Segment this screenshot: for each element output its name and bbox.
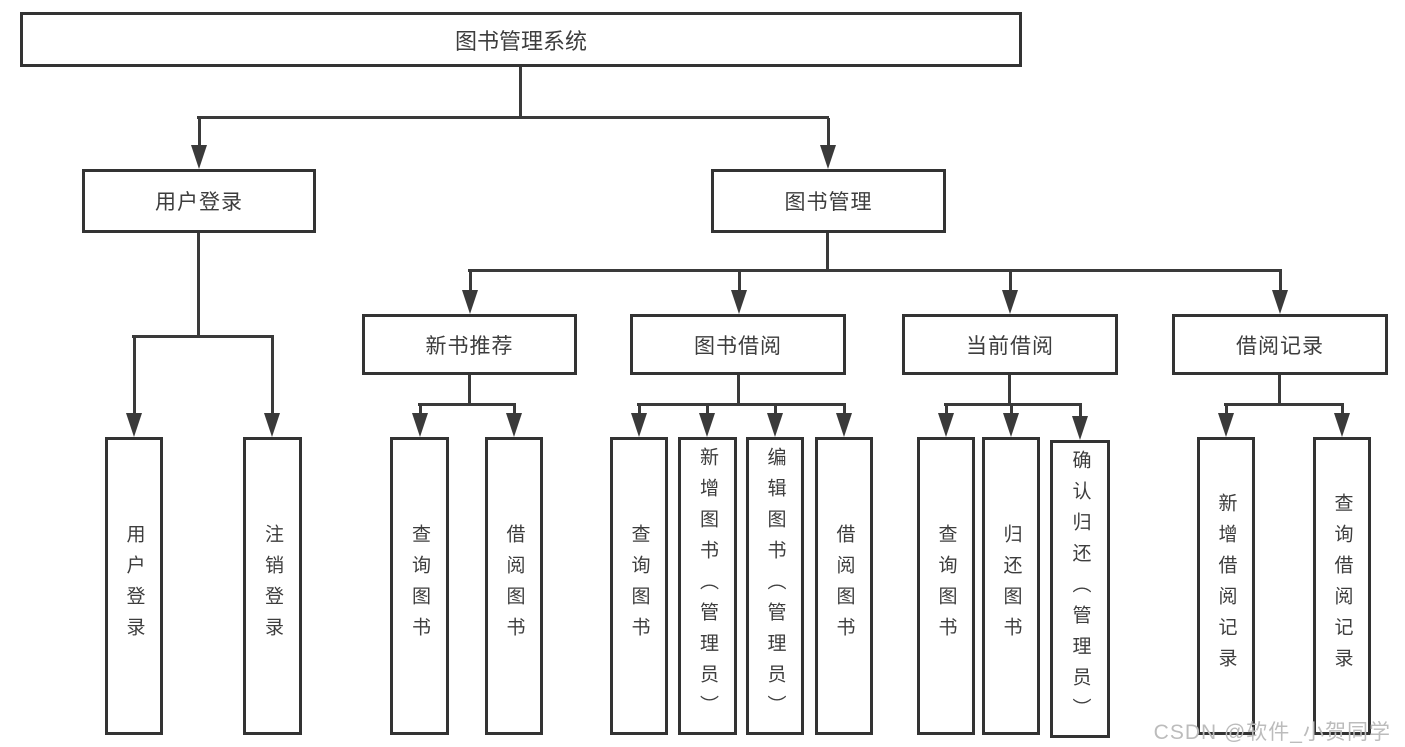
leaf-query-books-recommend: 查询图书 [390,437,449,735]
node-label: 查询借阅记录 [1331,493,1353,679]
node-root: 图书管理系统 [20,12,1022,67]
node-user-login: 用户登录 [82,169,316,233]
leaf-logout: 注销登录 [243,437,302,735]
connector-line [826,233,829,271]
connector-line [1008,375,1011,405]
connector-arrow [462,271,478,314]
connector-line [132,335,274,338]
node-label: 图书借阅 [694,334,782,358]
leaf-return-books: 归还图书 [982,437,1040,735]
node-borrowing-records: 借阅记录 [1172,314,1388,375]
connector-arrow [1334,405,1350,437]
connector-arrow [1003,405,1019,437]
node-label: 当前借阅 [966,334,1054,358]
connector-line [637,403,846,406]
connector-arrow [836,405,852,437]
connector-arrow [731,271,747,314]
node-label: 借阅记录 [1236,334,1324,358]
leaf-add-book-admin: 新增图书（管理员） [678,437,737,735]
node-label: 用户登录 [155,191,243,214]
connector-line [197,233,200,337]
node-label: 用户登录 [123,524,145,648]
connector-line [468,269,1282,272]
leaf-query-books-current: 查询图书 [917,437,975,735]
connector-line [519,67,522,118]
connector-arrow [820,118,836,169]
node-label: 新增借阅记录 [1215,493,1237,679]
leaf-confirm-return-admin: 确认归还（管理员） [1050,440,1110,738]
connector-arrow [126,337,142,437]
connector-arrow [938,405,954,437]
node-book-management: 图书管理 [711,169,946,233]
node-label: 借阅图书 [503,524,525,648]
connector-arrow [699,405,715,437]
csdn-watermark: CSDN @软件_小贺同学 [1153,721,1391,744]
connector-line [468,375,471,405]
node-label: 新增图书（管理员） [697,446,718,726]
node-label: 新书推荐 [425,334,514,358]
connector-line [944,403,1082,406]
connector-line [737,375,740,405]
node-new-book-recommend: 新书推荐 [362,314,577,375]
node-label: 归还图书 [1000,524,1022,648]
leaf-user-login: 用户登录 [105,437,163,735]
node-label: 查询图书 [409,524,430,648]
connector-arrow [1218,405,1234,437]
connector-line [197,116,829,119]
node-label: 借阅图书 [833,524,855,648]
leaf-edit-book-admin: 编辑图书（管理员） [746,437,804,735]
node-label: 注销登录 [262,524,283,648]
node-label: 图书管理系统 [454,28,587,54]
node-label: 编辑图书（管理员） [764,446,786,726]
connector-arrow [1072,405,1088,440]
node-label: 查询图书 [935,524,957,648]
connector-arrow [264,337,280,437]
connector-arrow [191,118,207,169]
leaf-query-books-borrowing: 查询图书 [610,437,668,735]
connector-arrow [506,405,522,437]
connector-arrow [1272,271,1288,314]
node-label: 查询图书 [628,524,650,648]
connector-arrow [1002,271,1018,314]
connector-arrow [412,405,428,437]
leaf-query-borrow-record: 查询借阅记录 [1313,437,1371,735]
node-label: 图书管理 [784,191,873,214]
leaf-borrow-books-recommend: 借阅图书 [485,437,543,735]
connector-arrow [631,405,647,437]
connector-line [1278,375,1281,405]
connector-arrow [767,405,783,437]
leaf-add-borrow-record: 新增借阅记录 [1197,437,1255,735]
node-book-borrowing: 图书借阅 [630,314,846,375]
connector-line [418,403,516,406]
connector-line [1224,403,1344,406]
leaf-borrow-books-borrowing: 借阅图书 [815,437,873,735]
node-current-borrowing: 当前借阅 [902,314,1118,375]
node-label: 确认归还（管理员） [1069,449,1091,729]
